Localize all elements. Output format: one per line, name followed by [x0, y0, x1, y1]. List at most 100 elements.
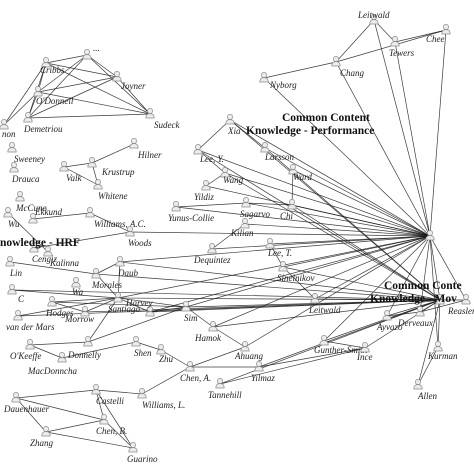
node-kalinna[interactable]: Kalinna [43, 246, 80, 268]
node-kilian[interactable]: Kilian [230, 218, 254, 238]
node-sim[interactable]: Sim [181, 301, 198, 323]
node-label-odonnell: O'Donnell [36, 96, 74, 106]
node-c_left[interactable]: C [7, 284, 25, 304]
node-ayvazo[interactable]: Ayvazo [376, 310, 403, 332]
node-daub[interactable]: Daub [115, 256, 139, 278]
node-tewers[interactable]: Tewers [389, 36, 415, 58]
edge-chang-leitwald [335, 19, 375, 63]
node-xia[interactable]: Xia [225, 114, 241, 136]
edge-dauenhauer-zhang [15, 397, 47, 433]
node-chi[interactable]: Chi [280, 199, 297, 221]
node-cribbs[interactable]: Cribbs [40, 57, 65, 75]
node-label-lee_t: Lee, T. [267, 248, 292, 258]
node-macdonncha[interactable]: MacDonncha [27, 352, 77, 376]
node-morales[interactable]: Morales [91, 268, 122, 290]
node-hodges[interactable]: Hodges [45, 296, 74, 318]
node-whitene[interactable]: Whitene [93, 179, 128, 201]
node-krustrup[interactable]: Krustrup [87, 157, 135, 177]
node-mccune[interactable]: McCune [15, 191, 47, 213]
node-harvey[interactable]: Harvey [125, 298, 155, 317]
node-hub_move[interactable] [435, 294, 445, 305]
person-icon [145, 108, 155, 119]
node-donnelly[interactable]: Donnelly [67, 336, 101, 360]
node-label-allen: Allen [417, 391, 437, 401]
node-odonnell[interactable]: O'Donnell [33, 86, 74, 106]
node-williams_l[interactable]: Williams, L. [137, 388, 185, 410]
person-icon [240, 218, 250, 229]
node-yunus[interactable]: Yunus-Collie [168, 201, 214, 223]
node-ekkund[interactable]: Ekkund [28, 207, 63, 224]
node-dequintez[interactable]: Dequintez [193, 243, 231, 265]
node-kurman[interactable]: Kurman [427, 341, 458, 361]
node-sagarvo[interactable]: Sagarvo [240, 197, 270, 219]
node-williams_ac[interactable]: Williams, A.C. [85, 207, 146, 229]
node-wu[interactable]: Wu [3, 207, 20, 229]
node-derveaux[interactable]: Derveaux [397, 306, 433, 328]
node-hub_perf[interactable] [425, 230, 435, 241]
node-gunther_smith[interactable]: Gunther-Smith [314, 335, 368, 355]
node-sinelnikov[interactable]: Sinelnikov [277, 261, 315, 283]
node-lee_t[interactable]: Lee, T. [265, 238, 292, 258]
node-chang[interactable]: Chang [331, 56, 365, 78]
node-van_der_mars[interactable]: van der Mars [6, 310, 55, 332]
node-tannehill[interactable]: Tannehill [208, 378, 242, 400]
node-zhang[interactable]: Zhang [30, 426, 54, 448]
node-nyborg[interactable]: Nyborg [259, 72, 297, 90]
person-icon [29, 242, 39, 253]
node-joyner[interactable]: Joyner [112, 71, 146, 91]
node-leitwald[interactable]: Leitwald [357, 10, 390, 25]
node-valk[interactable]: Valk [59, 161, 83, 183]
node-label-yilmaz: Yilmaz [251, 373, 275, 383]
node-guarino[interactable]: Guarino [127, 442, 158, 464]
node-allen[interactable]: Allen [413, 379, 438, 401]
node-zhu[interactable]: Zhu [156, 344, 174, 364]
node-okeeffe[interactable]: O'Keeffe [10, 339, 41, 361]
person-icon [461, 294, 471, 305]
node-label-zhu: Zhu [159, 354, 174, 364]
edge-hub_perf-ayvazo [386, 235, 431, 317]
node-drauca[interactable]: Drauca [9, 162, 40, 184]
edge-hub_perf-chi [291, 204, 431, 237]
person-icon [265, 238, 275, 249]
node-santiago[interactable]: Santiago [108, 292, 141, 314]
node-lee_y[interactable]: Lee, Y. [193, 144, 224, 164]
edge-santiago-hodges [51, 297, 119, 303]
node-yilmaz[interactable]: Yilmaz [251, 361, 275, 383]
node-sweeney[interactable]: Sweeney [7, 142, 45, 164]
edge-odonnell-joyner [37, 76, 118, 93]
node-label-woods: Woods [128, 238, 152, 248]
node-demetriou[interactable]: Demetriou [23, 112, 63, 134]
node-yildiz[interactable]: Yildiz [194, 180, 214, 202]
node-reaslen[interactable]: Reaslen [447, 294, 474, 316]
person-icon [41, 57, 51, 68]
node-ince[interactable]: Ince [356, 342, 373, 362]
node-chen_a[interactable]: Chen, A. [180, 361, 211, 383]
node-larsson[interactable]: Larsson [260, 142, 295, 162]
node-chen_b[interactable]: Chen, B. [96, 414, 127, 436]
node-dauenhauer[interactable]: Dauenhauer [3, 392, 49, 414]
edge-hub_perf-gunther_smith [323, 235, 431, 342]
node-leitwald2[interactable]: Leitwald [308, 293, 341, 315]
node-wa[interactable]: Wa [71, 277, 84, 297]
node-ward[interactable]: Ward [288, 164, 313, 182]
node-shen[interactable]: Shen [131, 336, 152, 358]
node-sudeck[interactable]: Sudeck [145, 108, 181, 130]
person-icon [43, 246, 53, 257]
node-label-daub: Daub [117, 268, 138, 278]
node-lin[interactable]: Lin [5, 256, 23, 278]
node-kl1[interactable]: ... [82, 43, 100, 60]
node-wang[interactable]: Wang [220, 167, 244, 185]
node-hilner[interactable]: Hilner [129, 138, 162, 160]
node-castelli[interactable]: Castelli [91, 384, 125, 406]
node-chee[interactable]: Chee [426, 24, 451, 44]
node-cengiz[interactable]: Cengiz [29, 242, 58, 264]
node-morrow[interactable]: Morrow [64, 306, 94, 324]
edge-odonnell-kl1 [37, 54, 88, 93]
node-hamok[interactable]: Hamok [194, 321, 222, 343]
node-ahuang[interactable]: Ahuang [234, 341, 263, 361]
node-non[interactable]: non [0, 119, 16, 139]
node-woods[interactable]: Woods [125, 226, 152, 248]
edge-hub_perf-nyborg [263, 77, 431, 237]
edge-sagarvo-chi [245, 202, 293, 206]
edge-cribbs-joyner [45, 62, 118, 78]
